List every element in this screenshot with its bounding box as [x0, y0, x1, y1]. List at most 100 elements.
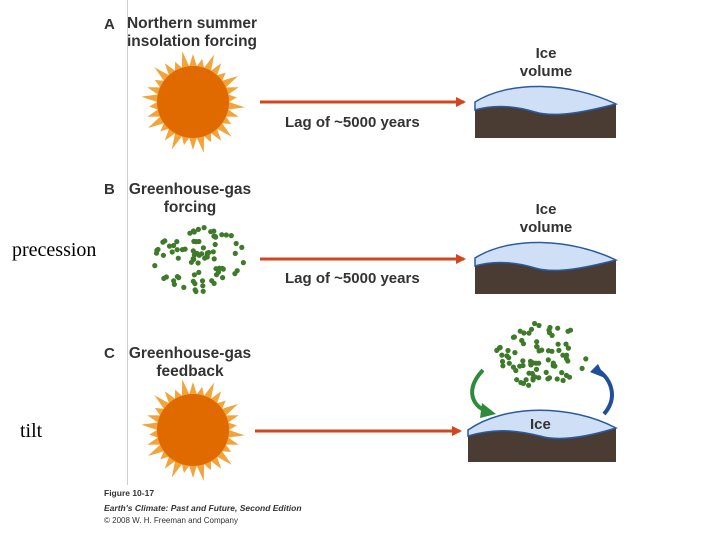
- gas-dot: [193, 239, 199, 245]
- gas-dot: [526, 382, 532, 388]
- gas-dot: [166, 243, 173, 249]
- ice-sheet-b: [474, 241, 619, 294]
- gas-dot: [228, 233, 234, 239]
- gas-dot: [514, 377, 520, 383]
- gas-dot: [536, 375, 542, 381]
- ice-volume-label-b: Ice volume: [501, 201, 591, 237]
- panel-title-c-line1: Greenhouse-gas: [128, 345, 252, 362]
- gas-dot: [190, 228, 196, 234]
- gas-dot: [520, 362, 526, 369]
- panel-title-b-line1: Greenhouse-gas: [128, 181, 252, 198]
- gas-dot: [555, 341, 561, 347]
- gas-dot: [211, 256, 217, 262]
- sun-icon-c: [141, 379, 245, 481]
- gas-cloud-icon-b: [152, 225, 246, 294]
- gas-dot: [213, 234, 219, 240]
- panel-divider-line: [127, 0, 128, 485]
- gas-dot: [567, 327, 574, 333]
- gas-dot: [200, 245, 206, 251]
- gas-dot: [195, 260, 201, 266]
- gas-dot: [543, 369, 549, 375]
- gas-dot: [201, 225, 207, 231]
- gas-dot: [545, 376, 551, 382]
- gas-dot: [523, 377, 529, 383]
- gas-dot: [240, 260, 246, 266]
- panel-title-a: Northern summer insolation forcing: [122, 15, 262, 51]
- gas-dot: [179, 247, 185, 253]
- gas-dot: [209, 278, 215, 284]
- gas-dot: [536, 348, 542, 354]
- gas-dot: [536, 322, 542, 329]
- gas-dot: [560, 377, 566, 384]
- gas-dot: [192, 281, 198, 287]
- gas-dot: [500, 363, 506, 369]
- gas-dot: [534, 339, 540, 345]
- gas-dot: [510, 364, 516, 370]
- gas-dot: [496, 345, 502, 351]
- gas-dot: [195, 226, 201, 232]
- gas-dot: [556, 347, 562, 353]
- gas-dot: [208, 229, 214, 235]
- gas-dot: [174, 247, 180, 253]
- figure-number: Figure 10-17: [104, 488, 155, 498]
- gas-dot: [219, 232, 225, 238]
- gas-dot: [200, 283, 206, 289]
- gas-dot: [210, 249, 216, 255]
- gas-dot: [233, 240, 239, 247]
- panel-title-b-line2: forcing: [163, 199, 217, 216]
- gas-dot: [232, 271, 238, 277]
- feedback-arrow-right-icon: [590, 364, 614, 416]
- gas-dot: [534, 343, 540, 350]
- panel-title-b: Greenhouse-gas forcing: [125, 181, 255, 217]
- gas-dot: [212, 241, 218, 248]
- gas-dot: [220, 275, 226, 281]
- gas-dot: [171, 242, 177, 249]
- ice-volume-a-line1: Ice: [535, 45, 557, 62]
- gas-dot: [532, 320, 538, 327]
- gas-dot: [565, 345, 572, 351]
- gas-dot: [193, 288, 199, 294]
- gas-dot: [559, 370, 565, 376]
- gas-dot: [506, 360, 512, 366]
- ice-volume-b-line1: Ice: [535, 201, 557, 218]
- gas-dot: [196, 269, 202, 275]
- gas-dot: [555, 325, 561, 331]
- lag-label-b: Lag of ~5000 years: [285, 270, 420, 287]
- gas-dot: [520, 341, 527, 347]
- gas-dot: [499, 352, 505, 358]
- panel-letter-a: A: [104, 16, 115, 33]
- gas-dot: [554, 376, 560, 382]
- gas-dot: [160, 252, 166, 258]
- gas-dot: [174, 274, 180, 280]
- panel-title-a-line2: insolation forcing: [126, 33, 258, 50]
- figure-source: Earth's Climate: Past and Future, Second…: [104, 503, 302, 513]
- gas-dot: [200, 288, 206, 294]
- gas-dot: [204, 254, 210, 260]
- gas-dot: [154, 247, 160, 253]
- lag-label-a: Lag of ~5000 years: [285, 114, 420, 131]
- feedback-arrow-left-icon: [470, 368, 496, 418]
- gas-dot: [583, 356, 589, 362]
- ice-label-c: Ice: [530, 416, 551, 433]
- sun-disc: [157, 394, 229, 466]
- gas-dot: [526, 370, 532, 376]
- gas-dot: [161, 275, 167, 281]
- gas-dot: [169, 249, 175, 255]
- ice-sheet-c: [467, 409, 618, 462]
- gas-dot: [563, 341, 569, 347]
- panel-letter-b: B: [104, 181, 115, 198]
- gas-dot: [512, 350, 518, 356]
- sun-disc: [157, 66, 229, 138]
- gas-dot: [520, 358, 526, 364]
- gas-dot: [171, 278, 177, 284]
- ice-volume-a-line2: volume: [519, 63, 573, 80]
- gas-dot: [579, 365, 585, 371]
- gas-dot: [532, 374, 538, 380]
- gas-dot: [505, 347, 511, 354]
- gas-dot: [528, 361, 534, 367]
- gas-dot: [526, 330, 532, 336]
- gas-dot: [239, 244, 245, 250]
- gas-dot: [196, 252, 202, 258]
